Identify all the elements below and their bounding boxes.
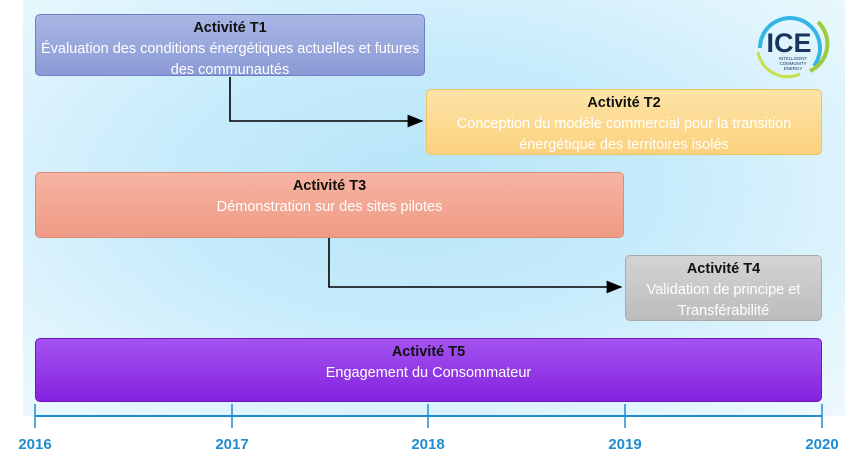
activity-t5-box: Activité T5 Engagement du Consommateur xyxy=(35,338,822,402)
ice-logo: ICE INTELLIGENT COMMUNITY ENERGY xyxy=(756,16,830,79)
activity-t1-title: Activité T1 xyxy=(193,20,267,36)
year-label-2018: 2018 xyxy=(411,436,445,453)
year-label-2020: 2020 xyxy=(805,436,839,453)
logo-subtext: COMMUNITY xyxy=(779,61,806,66)
activity-t3-description: Démonstration sur des sites pilotes xyxy=(216,199,443,215)
activity-t1-box: Activité T1 Évaluation des conditions én… xyxy=(35,14,425,78)
activity-t4-description: Validation de principe et Transférabilit… xyxy=(646,282,801,319)
timeline-axis xyxy=(34,404,823,428)
year-label-2017: 2017 xyxy=(215,436,249,453)
logo-text: ICE xyxy=(766,28,811,58)
logo-subtext: INTELLIGENT xyxy=(779,56,808,61)
activity-t5-description: Engagement du Consommateur xyxy=(325,365,532,381)
activity-t4-title: Activité T4 xyxy=(686,261,761,277)
activity-t2-box: Activité T2 Conception du modèle commerc… xyxy=(426,89,822,155)
arrow-t1-to-t2 xyxy=(229,77,424,128)
arrow-t3-to-t4 xyxy=(328,238,623,294)
activity-t2-description: Conception du modèle commercial pour la … xyxy=(456,116,792,153)
logo-subtext: ENERGY xyxy=(784,66,803,71)
year-label-2016: 2016 xyxy=(18,436,52,453)
activity-t3-title: Activité T3 xyxy=(292,178,367,194)
activity-t3-box: Activité T3 Démonstration sur des sites … xyxy=(35,172,624,238)
activity-t4-box: Activité T4 Validation de principe et Tr… xyxy=(625,255,822,321)
year-label-2019: 2019 xyxy=(608,436,642,453)
activity-t1-description: Évaluation des conditions énergétiques a… xyxy=(40,41,420,78)
activity-t2-title: Activité T2 xyxy=(587,95,661,111)
activity-t5-title: Activité T5 xyxy=(391,344,466,360)
